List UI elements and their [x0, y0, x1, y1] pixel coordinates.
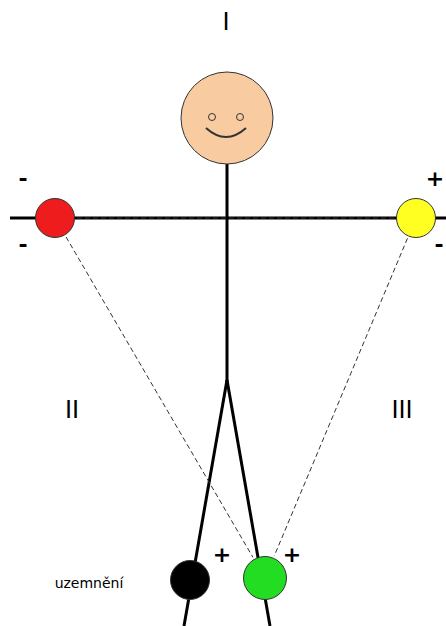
electrode-red: --: [35, 198, 75, 238]
eye: [209, 114, 216, 121]
ground-label: uzemnění: [55, 576, 124, 590]
head: [181, 72, 273, 164]
eye: [237, 114, 244, 121]
lead-number: II: [65, 398, 79, 422]
polarity-sign: +: [213, 544, 231, 566]
lead-number: III: [391, 398, 412, 422]
polarity-sign: -: [18, 168, 27, 190]
polarity-sign: +: [283, 544, 301, 566]
lead-line: [274, 238, 407, 556]
polarity-sign: -: [18, 234, 27, 256]
lead-line: [77, 218, 394, 219]
body-line: [226, 160, 229, 382]
electrode-ground: uzemnění: [170, 560, 210, 600]
polarity-sign: +: [426, 168, 444, 190]
polarity-sign: -: [434, 234, 443, 256]
lead-number: I: [222, 10, 229, 34]
electrode-yellow: +-: [396, 198, 436, 238]
smile: [206, 128, 246, 137]
lead-line: [66, 237, 253, 557]
electrode-green: ++: [243, 556, 287, 600]
